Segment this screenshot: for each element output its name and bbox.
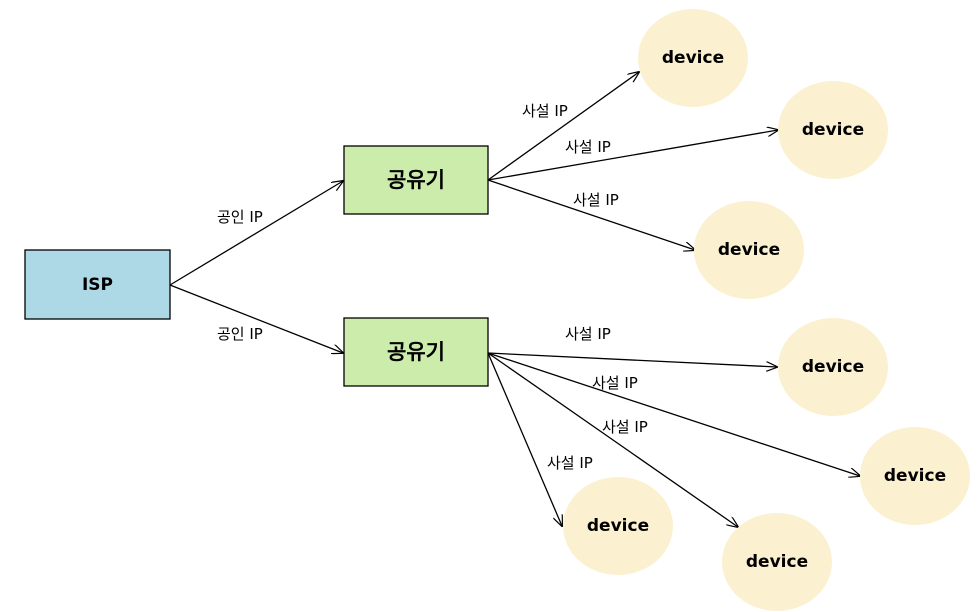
edge-label-public-2: 공인 IP — [217, 325, 263, 343]
edge-label-private-2: 사설 IP — [565, 138, 611, 156]
edge-router2-device-6 — [487, 352, 738, 527]
device-node-5: device — [860, 427, 970, 525]
edge-router2-device-4 — [487, 352, 777, 367]
edge-isp-router-1 — [169, 181, 343, 286]
device-circle — [722, 513, 832, 611]
device-circle — [638, 9, 748, 107]
router-node-1: 공유기 — [343, 145, 489, 215]
device-node-3: device — [694, 201, 804, 299]
device-label: device — [587, 516, 649, 536]
edge-router1-device-1 — [487, 72, 639, 181]
device-node-7: device — [563, 477, 673, 575]
device-circle — [694, 201, 804, 299]
device-circle — [778, 318, 888, 416]
router-label: 공유기 — [387, 168, 445, 192]
device-node-1: device — [638, 9, 748, 107]
device-label: device — [746, 552, 808, 572]
device-node-4: device — [778, 318, 888, 416]
device-label: device — [802, 120, 864, 140]
device-node-6: device — [722, 513, 832, 611]
isp-node: ISP — [24, 249, 171, 320]
router-box — [343, 145, 489, 215]
edge-router1-device-3 — [487, 179, 695, 250]
edges — [169, 72, 860, 527]
router-label: 공유기 — [387, 340, 445, 364]
device-node-2: device — [778, 81, 888, 179]
edge-router2-device-7 — [487, 352, 562, 526]
edge-router2-device-5 — [487, 352, 860, 476]
edge-isp-router-2 — [169, 284, 343, 353]
edge-label-private-4: 사설 IP — [565, 325, 611, 343]
edge-router1-device-2 — [487, 130, 778, 181]
device-label: device — [884, 466, 946, 486]
edge-label-private-5: 사설 IP — [592, 374, 638, 392]
router-node-2: 공유기 — [343, 317, 489, 387]
edge-label-public-1: 공인 IP — [217, 208, 263, 226]
router-box — [343, 317, 489, 387]
device-label: device — [662, 48, 724, 68]
edge-label-private-1: 사설 IP — [522, 102, 568, 120]
device-circle — [860, 427, 970, 525]
edge-label-private-7: 사설 IP — [547, 454, 593, 472]
device-circle — [563, 477, 673, 575]
isp-box — [24, 249, 171, 320]
device-label: device — [802, 357, 864, 377]
edge-labels: 공인 IP 공인 IP 사설 IP 사설 IP 사설 IP 사설 IP 사설 I… — [217, 102, 648, 472]
edge-label-private-3: 사설 IP — [573, 191, 619, 209]
device-label: device — [718, 240, 780, 260]
isp-label: ISP — [82, 275, 113, 295]
edge-label-private-6: 사설 IP — [602, 418, 648, 436]
device-circle — [778, 81, 888, 179]
